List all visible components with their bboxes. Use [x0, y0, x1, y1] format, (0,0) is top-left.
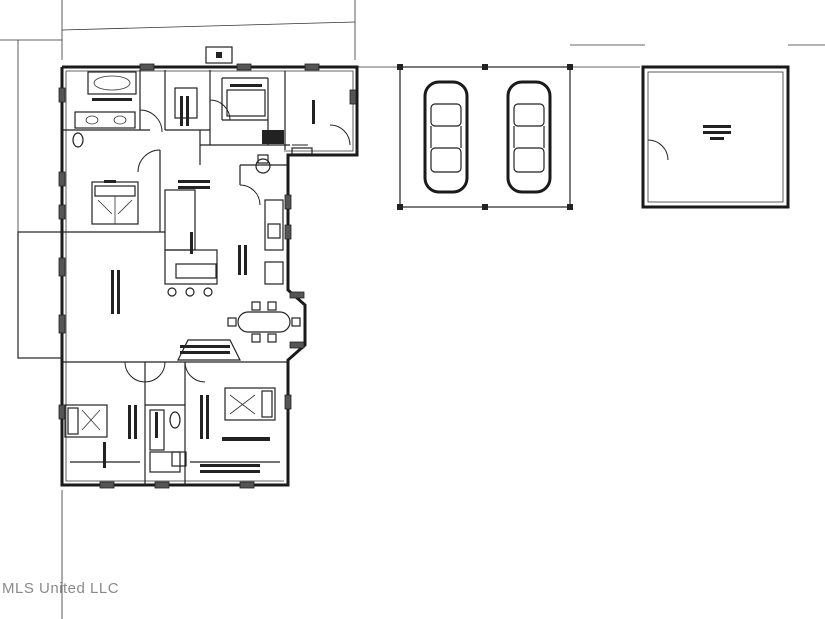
car-icon [423, 80, 469, 194]
utility-fixtures [226, 89, 313, 155]
bedroom-3-fixtures [190, 387, 280, 463]
master-bath-fixtures [72, 71, 198, 148]
fireplace [177, 339, 241, 361]
room-labels [92, 84, 315, 473]
kitchen-fixtures [164, 154, 284, 297]
hall-bath-fixtures [149, 409, 187, 473]
carport [397, 64, 573, 210]
interior-walls [62, 70, 290, 485]
windows [58, 63, 357, 489]
meter-box [205, 46, 233, 64]
doors [124, 99, 351, 383]
master-bed [91, 181, 139, 225]
side-porch [17, 231, 63, 359]
watermark-text: MLS United LLC [2, 580, 120, 597]
storage-building [641, 65, 790, 209]
dining-table [227, 301, 301, 343]
car-icon [506, 80, 552, 194]
